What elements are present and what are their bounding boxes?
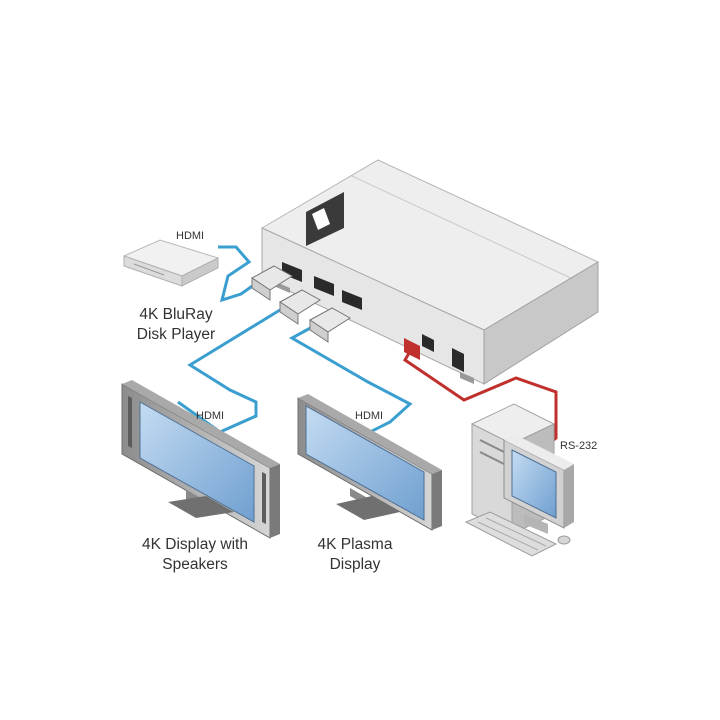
pc-screen	[511, 449, 557, 519]
left-speaker	[128, 396, 132, 448]
source-caption-line1: 4K BluRay	[139, 306, 213, 323]
pc-computer	[464, 403, 574, 557]
display1-caption-line2: Speakers	[162, 556, 228, 573]
mouse	[557, 535, 571, 545]
display1-caption: 4K Display with Speakers	[120, 535, 270, 575]
display-with-speakers	[121, 380, 280, 539]
display1-screen	[139, 401, 255, 523]
right-speaker	[262, 472, 266, 524]
keyboard	[464, 511, 558, 557]
splitter-device	[260, 159, 600, 385]
display2-caption: 4K Plasma Display	[300, 535, 410, 575]
power-port	[452, 348, 464, 372]
display2-caption-line2: Display	[329, 556, 381, 573]
hdmi-plug-out2	[309, 307, 351, 343]
rs232-label: RS-232	[560, 440, 598, 452]
display2-screen	[305, 405, 425, 521]
display1-caption-line1: 4K Display with	[142, 536, 248, 553]
hdmi-source-label: HDMI	[176, 230, 205, 242]
hdmi-display1-label: HDMI	[196, 410, 225, 422]
rs232-cable	[402, 347, 558, 448]
hdmi-plug-out1	[279, 289, 321, 325]
hdmi-display2-label: HDMI	[355, 410, 384, 422]
plasma-display	[297, 394, 442, 531]
hdmi-cable-source	[218, 245, 259, 303]
display2-caption-line1: 4K Plasma	[317, 536, 393, 553]
hdmi-plug-in	[251, 265, 293, 301]
hdmi-out2-port	[342, 290, 362, 310]
hdmi-out1-port	[314, 276, 334, 296]
program-switch	[422, 334, 434, 352]
hdmi-in-port	[282, 262, 302, 282]
rs232-terminal	[404, 338, 420, 360]
source-caption: 4K BluRay Disk Player	[116, 305, 236, 345]
bluray-player	[122, 239, 220, 287]
source-caption-line2: Disk Player	[136, 326, 216, 343]
